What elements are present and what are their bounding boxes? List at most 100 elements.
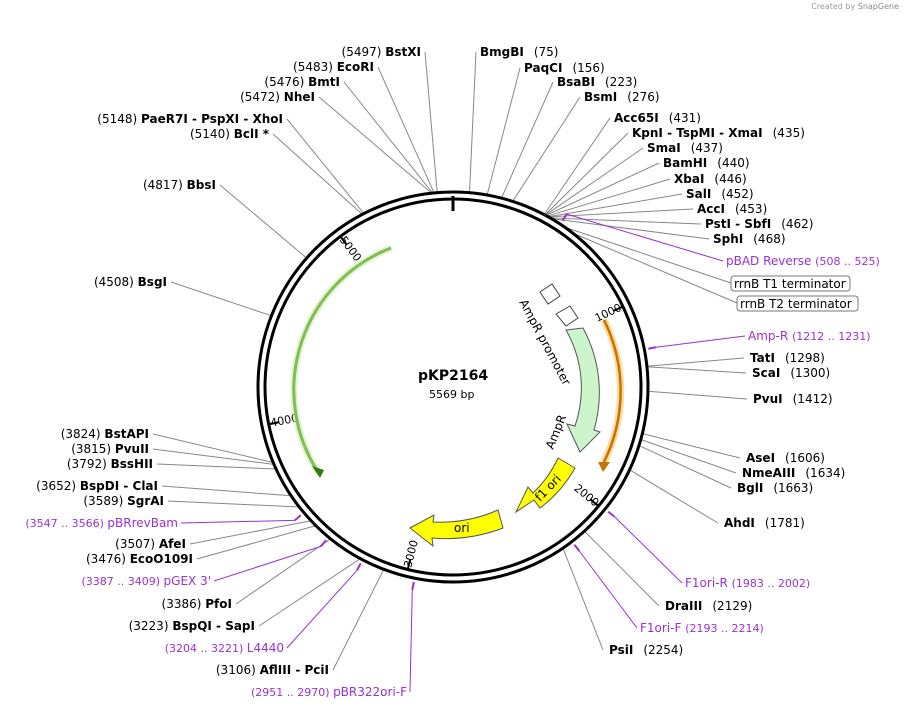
enzyme-leader-line [638, 445, 732, 489]
enzyme-leader-line [545, 147, 644, 216]
green-arc-halo [290, 244, 393, 474]
primer-label: (3387 .. 3409) pGEX 3' [81, 574, 211, 588]
backbone-outer-ring [256, 190, 650, 584]
primer-leader-line [566, 213, 724, 262]
enzyme-label-right: ScaI(1300) [752, 366, 830, 380]
snapgene-credit: Created by SnapGene [811, 2, 899, 11]
enzyme-label-left: (3815) PvuII [71, 442, 149, 456]
enzyme-label-right: XbaI(446) [674, 172, 747, 186]
enzyme-label-left: (3386) PfoI [162, 597, 232, 611]
enzyme-leader-line [551, 218, 710, 240]
enzyme-label-left: (3589) SgrAI [83, 494, 164, 508]
f1ori-arrow [514, 457, 576, 514]
enzyme-leader-line [318, 96, 433, 194]
primer-leader-line [409, 589, 413, 693]
rrnb-t2-label: rrnB T2 terminator [740, 297, 852, 311]
enzyme-label-right: BmgBI(75) [480, 45, 559, 59]
primer-mark [561, 213, 568, 222]
enzyme-label-left: (3507) AfeI [115, 537, 186, 551]
enzyme-leader-line [286, 118, 365, 214]
enzyme-leader-line [469, 51, 477, 193]
enzyme-label-right: PvuI(1412) [753, 392, 833, 406]
primer-mark [607, 510, 616, 518]
primer-leader-line [213, 545, 322, 582]
enzyme-label-left: (3792) BssHII [67, 457, 153, 471]
enzyme-label-right: BsaBI(223) [557, 75, 637, 89]
terminator-leader-line [572, 232, 738, 304]
enzyme-label-right: SmaI(437) [647, 141, 723, 155]
enzyme-label-right: Acc65I(431) [614, 111, 701, 125]
ampr-arrow [565, 327, 601, 453]
enzyme-leader-line [646, 357, 745, 367]
ruler-tick [268, 421, 279, 426]
enzyme-label-left: (3476) EcoO109I [86, 552, 193, 566]
enzyme-label-right: PaqCI(156) [524, 61, 605, 75]
terminator-labels: rrnB T1 terminator rrnB T2 terminator [730, 275, 859, 312]
primer-mark [648, 346, 657, 350]
enzyme-label-right: BamHI(440) [663, 156, 750, 170]
enzyme-leader-line [156, 463, 277, 470]
enzyme-label-left: (5472) NheI [240, 90, 315, 104]
enzyme-leader-line [642, 433, 741, 459]
ruler-tick [339, 235, 348, 246]
enzyme-leader-line [584, 530, 660, 607]
primer-leader-line [578, 550, 638, 629]
primer-label: Amp-R (1212 .. 1231) [748, 329, 871, 343]
enzyme-leader-line [152, 433, 274, 464]
enzyme-label-left: (5140) BclI * [190, 127, 270, 141]
primer-mark [294, 514, 302, 522]
primer-leader-line [286, 570, 358, 649]
ruler-tick-label: 5000 [337, 234, 364, 264]
enzyme-leader-line [424, 51, 438, 193]
green-arc-arrowhead [312, 466, 324, 478]
primer-mark [320, 539, 327, 547]
rrnb-t1-label: rrnB T1 terminator [734, 277, 846, 291]
enzyme-label-right: KpnI - TspMI - XmaI(435) [632, 126, 805, 140]
enzyme-leader-line [219, 184, 308, 259]
ruler-tick [406, 559, 412, 570]
enzyme-leader-line [377, 66, 435, 194]
ori-arrow [409, 509, 504, 548]
ruler-tick [590, 498, 600, 507]
enzyme-leader-line [640, 439, 737, 474]
enzyme-leader-line [562, 547, 604, 651]
primer-label: F1ori-R (1983 .. 2002) [685, 576, 810, 590]
ruler-tick-label: 3000 [401, 539, 420, 569]
enzyme-label-left: (3106) AflIII - PciI [216, 663, 329, 677]
leader-lines [152, 51, 748, 693]
enzyme-label-right: BglI(1663) [737, 481, 813, 495]
enzyme-leader-line [546, 178, 671, 217]
enzyme-label-left: (5476) BmtI [264, 75, 340, 89]
primer-mark [411, 581, 415, 591]
enzyme-leader-line [167, 500, 300, 508]
ruler-tick-label: 4000 [269, 411, 299, 429]
enzyme-label-left: (4508) BsgI [94, 275, 167, 289]
primer-leader-line [656, 335, 746, 348]
terminator-leader-line [564, 226, 732, 284]
enzyme-leader-line [486, 67, 521, 196]
plasmid-size: 5569 bp [429, 388, 474, 401]
enzyme-leader-line [545, 162, 660, 216]
enzyme-label-right: SalI(452) [686, 187, 754, 201]
enzyme-label-right: TatI(1298) [750, 351, 825, 365]
primer-label: (2951 .. 2970) pBR322ori-F [251, 685, 407, 699]
enzyme-leader-line [343, 81, 433, 194]
enzyme-label-right: NmeAIII(1634) [742, 466, 845, 480]
enzyme-leader-line [170, 281, 272, 317]
primer-leader-line [180, 519, 295, 524]
enzyme-label-right: AhdI(1781) [724, 516, 805, 530]
enzyme-leader-line [550, 217, 702, 225]
primer-marks [294, 213, 657, 591]
enzyme-leader-line [161, 485, 292, 497]
orange-feature-arc [602, 319, 622, 463]
ori-label: ori [454, 521, 470, 535]
feature-arrows [290, 213, 657, 591]
primer-mark [356, 562, 362, 571]
enzyme-label-right: AseI(1606) [746, 451, 825, 465]
enzyme-label-left: (5483) EcoRI [293, 60, 374, 74]
enzyme-label-right: PsiI(2254) [609, 643, 683, 657]
enzyme-label-right: BsmI(276) [584, 90, 660, 104]
rrnb-small-arrow [555, 305, 579, 327]
enzyme-leader-line [272, 133, 363, 215]
